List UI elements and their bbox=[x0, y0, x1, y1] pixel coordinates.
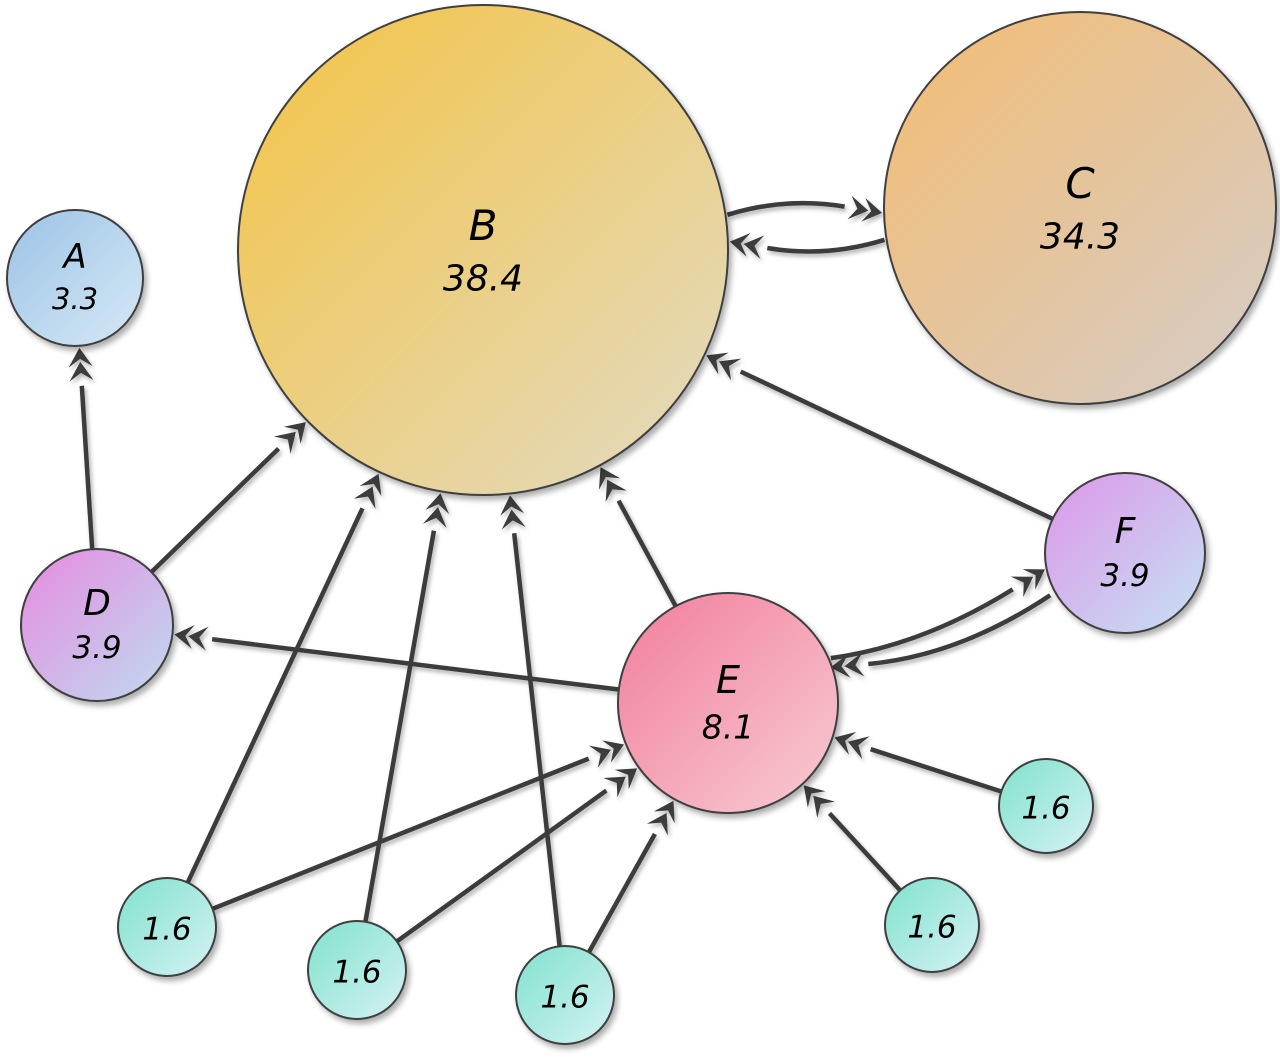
node-F: F 3.9 bbox=[1044, 472, 1206, 634]
node-label-C: C bbox=[1065, 159, 1095, 208]
edge-E-D bbox=[174, 624, 620, 692]
node-circle-F bbox=[1044, 472, 1206, 634]
node-D: D 3.9 bbox=[20, 548, 174, 702]
node-label-F: F bbox=[1115, 511, 1137, 552]
node-value-E: 8.1 bbox=[702, 708, 754, 747]
node-circle-A bbox=[6, 209, 144, 347]
edge-E-F bbox=[830, 569, 1045, 661]
node-circle-B bbox=[237, 4, 729, 496]
edge-H-E bbox=[395, 768, 638, 944]
node-C: C 34.3 bbox=[883, 11, 1277, 405]
node-K: 1.6 bbox=[998, 758, 1094, 854]
node-I: 1.6 bbox=[515, 945, 615, 1045]
edge-G-B bbox=[185, 473, 382, 884]
edge-E-B bbox=[599, 467, 678, 608]
edge-C-B bbox=[729, 233, 886, 260]
node-value-F: 3.9 bbox=[1100, 558, 1149, 594]
edge-I-E bbox=[586, 800, 675, 954]
node-A: A 3.3 bbox=[6, 209, 144, 347]
node-E: E 8.1 bbox=[617, 592, 839, 814]
edge-D-B bbox=[149, 422, 306, 574]
node-circle-J bbox=[884, 877, 980, 973]
node-G: 1.6 bbox=[117, 877, 217, 977]
node-circle-K bbox=[998, 758, 1094, 854]
node-label-E: E bbox=[716, 658, 740, 702]
node-B: B 38.4 bbox=[237, 4, 729, 496]
edge-F-B bbox=[706, 352, 1054, 521]
edge-J-E bbox=[803, 785, 902, 892]
edge-F-E bbox=[830, 593, 1052, 678]
node-circle-H bbox=[307, 920, 407, 1020]
edge-H-B bbox=[363, 493, 449, 923]
node-circle-I bbox=[515, 945, 615, 1045]
node-value-B: 38.4 bbox=[443, 258, 523, 299]
node-label-A: A bbox=[61, 237, 86, 277]
node-value-G: 1.6 bbox=[142, 912, 191, 948]
node-value-C: 34.3 bbox=[1040, 216, 1120, 257]
edge-B-C bbox=[726, 195, 883, 222]
node-value-I: 1.6 bbox=[540, 980, 589, 1016]
node-J: 1.6 bbox=[884, 877, 980, 973]
node-value-J: 1.6 bbox=[907, 910, 956, 946]
node-circle-C bbox=[883, 11, 1277, 405]
node-value-K: 1.6 bbox=[1021, 791, 1070, 827]
edges-layer bbox=[68, 195, 1054, 954]
nodes-layer: A 3.3 B 38.4 C 34.3D 3.9E 8.1 F 3.9 1.6 1.6 1.6 1.6 1.… bbox=[6, 4, 1277, 1045]
node-value-D: 3.9 bbox=[72, 630, 121, 666]
edge-G-E bbox=[211, 740, 624, 911]
edge-I-B bbox=[500, 495, 562, 947]
node-H: 1.6 bbox=[307, 920, 407, 1020]
node-value-A: 3.3 bbox=[52, 282, 98, 316]
node-label-B: B bbox=[469, 201, 498, 250]
node-circle-G bbox=[117, 877, 217, 977]
node-label-D: D bbox=[83, 583, 111, 624]
edge-K-E bbox=[834, 731, 1002, 794]
node-circle-E bbox=[617, 592, 839, 814]
node-value-H: 1.6 bbox=[332, 955, 381, 991]
edge-D-A bbox=[68, 347, 95, 550]
node-circle-D bbox=[20, 548, 174, 702]
